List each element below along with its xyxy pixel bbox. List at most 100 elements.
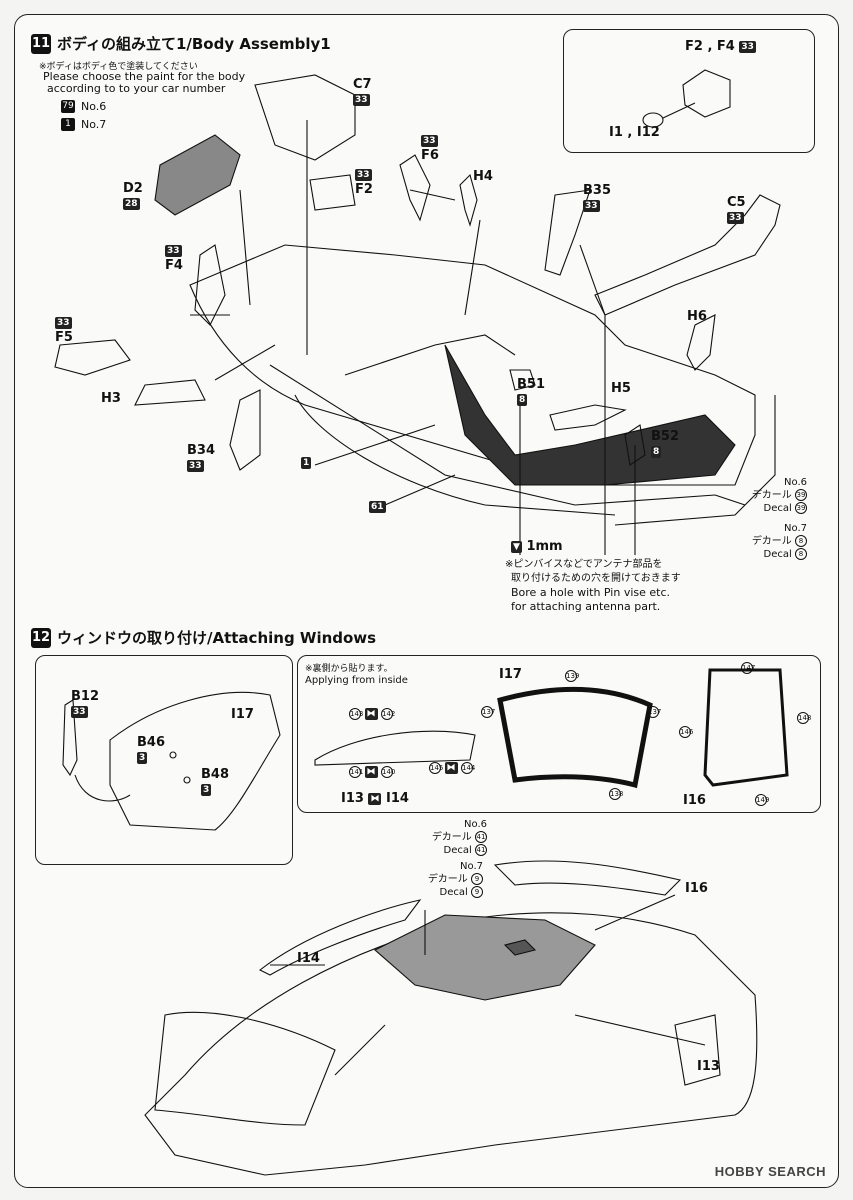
mirror-icon: ⧓ bbox=[364, 766, 378, 778]
mirror-icon: ⧓ bbox=[364, 708, 378, 720]
decals-top: 143 ⧓ 142 bbox=[349, 707, 395, 720]
part-b51-text: B51 bbox=[517, 377, 545, 392]
decal-no7-num-en: 8 bbox=[795, 548, 807, 560]
part-i17-right: I17 bbox=[499, 667, 522, 682]
decal-no6-num: 39 bbox=[795, 489, 807, 501]
drill-note-en-2: for attaching antenna part. bbox=[511, 600, 661, 613]
paint-note-en-2: according to to your car number bbox=[47, 82, 226, 95]
part-c5-text: C5 bbox=[727, 195, 746, 210]
step-11-number: 11 bbox=[31, 33, 51, 54]
part-f2-text: F2 bbox=[355, 182, 373, 197]
paint-car-label: No.7 bbox=[81, 118, 107, 131]
step11-decal-no7: No.7 デカール 8 Decal 8 bbox=[715, 523, 807, 561]
decal-140: 140 bbox=[381, 766, 396, 778]
part-f4-num: 33 bbox=[165, 244, 182, 257]
decal-147: 147 bbox=[741, 662, 756, 674]
part-f5-text: F5 bbox=[55, 330, 73, 345]
decal-148: 148 bbox=[797, 712, 812, 724]
inset-bottom-label: I1 , I12 bbox=[609, 125, 660, 140]
inset-title-text: F2 , F4 bbox=[685, 39, 735, 54]
windows-note-en: Applying from inside bbox=[305, 675, 408, 686]
decal-138-wrap: 138 bbox=[609, 787, 624, 800]
decal-no6-jp: デカール bbox=[751, 490, 792, 501]
paint-mark-1-chip: 1 bbox=[301, 456, 312, 469]
part-b35-num: 33 bbox=[583, 199, 600, 212]
drill-size: ▼ 1mm bbox=[511, 539, 563, 554]
part-f4-text: F4 bbox=[165, 258, 183, 273]
part-b51-num: 8 bbox=[517, 393, 528, 406]
part-c5-num: 33 bbox=[727, 211, 744, 224]
decal-149-wrap: 149 bbox=[755, 793, 770, 806]
decal-no7-label: No.7 bbox=[460, 861, 483, 872]
step-12-title: ウィンドウの取り付け/Attaching Windows bbox=[57, 629, 377, 647]
paint-note-jp: ※ボディはボディ色で塗装してください bbox=[39, 62, 198, 72]
part-h4: H4 bbox=[473, 169, 493, 184]
part-i13-car: I13 bbox=[697, 1059, 720, 1074]
paint-mark-1: 1 bbox=[301, 455, 312, 470]
part-c7-num: 33 bbox=[353, 93, 370, 106]
inset-title: F2 , F4 33 bbox=[685, 39, 756, 54]
drill-note-en-1: Bore a hole with Pin vise etc. bbox=[511, 586, 671, 599]
decal-141: 141 bbox=[349, 766, 364, 778]
part-f2-num: 33 bbox=[355, 168, 372, 181]
part-i16-car: I16 bbox=[685, 881, 708, 896]
decal-143: 143 bbox=[349, 708, 364, 720]
drill-size-text: 1mm bbox=[526, 539, 563, 554]
assembly-diagram bbox=[54, 69, 789, 1176]
i13-i14-label: I13 ⧓ I14 bbox=[341, 791, 409, 806]
paint-row-no7: 1 No.7 bbox=[61, 118, 106, 131]
part-b48-text: B48 bbox=[201, 767, 229, 782]
part-b34-num: 33 bbox=[187, 459, 204, 472]
decal-138: 138 bbox=[609, 788, 624, 800]
drill-note-jp-1: ※ピンバイスなどでアンテナ部品を bbox=[505, 559, 663, 570]
paint-note-en-1: Please choose the paint for the body bbox=[43, 70, 246, 83]
decal-147-wrap: 147 bbox=[741, 661, 756, 674]
step12-right-box bbox=[297, 655, 821, 813]
part-f6-num: 33 bbox=[421, 134, 438, 147]
part-i17-left: I17 bbox=[231, 707, 254, 722]
decal-149: 149 bbox=[755, 794, 770, 806]
drill-icon: ▼ bbox=[511, 540, 522, 553]
i14-text: I14 bbox=[386, 791, 409, 806]
part-h6: H6 bbox=[687, 309, 707, 324]
part-d2-num: 28 bbox=[123, 197, 140, 210]
watermark: HOBBY SEARCH bbox=[714, 1164, 826, 1179]
instruction-sheet: 11 ボディの組み立て1/Body Assembly1 ※ボディはボディ色で塗装… bbox=[14, 14, 839, 1188]
decal-139: 139 bbox=[565, 670, 580, 682]
step12-decal-no7: No.7 デカール 9 Decal 9 bbox=[401, 861, 483, 899]
decal-no7-en: Decal bbox=[439, 887, 468, 898]
decal-no7-num-en: 9 bbox=[471, 886, 483, 898]
decal-148-wrap: 148 bbox=[797, 711, 812, 724]
paint-mark-61: 61 bbox=[369, 499, 386, 514]
step-11-title: ボディの組み立て1/Body Assembly1 bbox=[57, 35, 331, 53]
paint-chip: 79 bbox=[61, 100, 75, 113]
part-i16-right: I16 bbox=[683, 793, 706, 808]
part-f5-num: 33 bbox=[55, 316, 72, 329]
decal-no7-num: 9 bbox=[471, 873, 483, 885]
paint-row-no6: 79 No.6 bbox=[61, 100, 106, 113]
decal-137: 137 bbox=[647, 706, 662, 718]
decal-no6-label: No.6 bbox=[464, 819, 487, 830]
part-b48-num: 3 bbox=[201, 783, 212, 796]
decal-137-right-wrap: 137 bbox=[647, 705, 662, 718]
decal-no7-jp: デカール bbox=[751, 536, 792, 547]
decals-bottom: 141 ⧓ 140 bbox=[349, 765, 396, 778]
part-c7-text: C7 bbox=[353, 77, 372, 92]
part-h3: H3 bbox=[101, 391, 121, 406]
decals-side: 145 ⧓ 144 bbox=[429, 761, 475, 774]
part-d2-text: D2 bbox=[123, 181, 143, 196]
decal-146-wrap: 146 bbox=[679, 725, 693, 738]
decal-137-left-wrap: 137 bbox=[481, 705, 495, 718]
decal-no7-num: 8 bbox=[795, 535, 807, 547]
mirror-icon: ⧓ bbox=[444, 762, 458, 774]
decal-no6-num-en: 39 bbox=[795, 502, 807, 514]
inset-title-num: 33 bbox=[739, 40, 756, 53]
